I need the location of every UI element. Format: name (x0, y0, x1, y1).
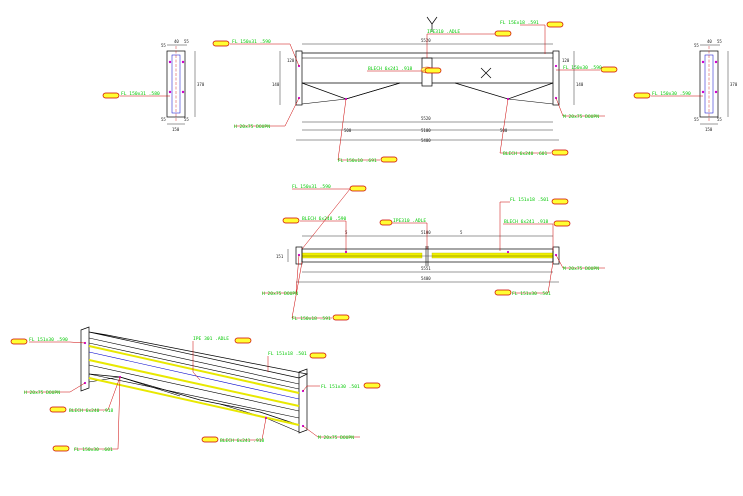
plan-label-left-2: BLECH 6x240 .590 (302, 216, 346, 222)
elevation-dim-total: 5400 (421, 138, 431, 143)
plan-dim-seg-mid: 5100 (421, 230, 431, 235)
elevation-dim-top: 5520 (421, 38, 431, 43)
plan-left-plate (295, 246, 303, 265)
iso-left-end-plate (80, 326, 90, 392)
elevation-dim-left-b: 120 (287, 58, 295, 63)
elevation-label-top-right: FL 15Ex18 .591 (500, 20, 539, 26)
elevation-label-bottom-right: M 20x75 DOUPN (563, 114, 599, 120)
plan-dim-side: 151 (276, 254, 284, 259)
x-cross-icon (480, 67, 492, 79)
elevation-dim-right-b: 120 (562, 58, 570, 63)
plan-yellow-member-right (431, 252, 554, 259)
iso-top-flange (88, 331, 309, 379)
iso-label-bottom-center: BLECH 6x241 .918 (220, 438, 264, 444)
elevation-label-mid-center: BLECH 6x241 .918 (368, 66, 412, 72)
right-section-label: FL 150x30 .590 (652, 91, 691, 97)
right-truss-brace (454, 82, 554, 100)
left-section-dim-bottom: 150 (172, 127, 180, 132)
right-section-dim-top-b: 40 (707, 39, 712, 44)
plan-label-top-right: FL 151x18 .501 (510, 197, 549, 203)
elevation-label-mid-right: FL 150x30 .590 (563, 65, 602, 71)
plan-label-right-2: BLECH 6x241 .918 (504, 219, 548, 225)
iso-view: FL 151x30 .590 H 20x75 DOUPN BLECH 6x240… (10, 326, 381, 453)
right-section-dim-top-c: 55 (717, 39, 722, 44)
iso-label-left-blech: BLECH 6x240 .918 (69, 408, 113, 414)
left-section-view: 55 40 55 370 150 55 55 FL 150x31 .580 (102, 39, 205, 132)
plan-dim-seg-right: 5 (460, 230, 463, 235)
left-section-dim-side: 370 (197, 82, 205, 87)
right-end-plate (552, 50, 560, 106)
elevation-dim-seg-right: 500 (500, 128, 508, 133)
elevation-dim-left-a: 140 (272, 82, 280, 87)
plan-label-center: IPE310 .ADLE (393, 218, 426, 224)
elevation-label-bottom-left: H 20x75 DOUPN (234, 124, 270, 130)
elevation-label-top-left: FL 150x31 .590 (232, 39, 271, 45)
iso-label-right: FL 151x30 .501 (321, 384, 360, 390)
left-section-bolt (168, 90, 172, 94)
left-section-dim-bottom-a: 55 (161, 117, 166, 122)
right-section-dim-side: 370 (730, 82, 738, 87)
plan-dim-total: 5400 (421, 276, 431, 281)
left-truss-brace (301, 82, 401, 100)
right-section-view: 55 40 55 370 150 55 55 FL 150x30 .590 (633, 39, 738, 132)
plan-label-right-bolt: M 20x75 DOUPN (563, 266, 599, 272)
plan-view: 5 5100 5 151 5551 5400 FL 150x31 .590 BL… (262, 184, 605, 322)
elevation-label-top-center: IPE310 .ADLE (427, 29, 460, 35)
iso-label-bottom-bolt: M 20x75 DOUPN (318, 435, 354, 441)
iso-right-end-plate (298, 368, 308, 434)
iso-label-top-right: FL 151x18 .501 (268, 351, 307, 357)
left-section-bolt (181, 60, 185, 64)
right-section-dim-bottom: 150 (705, 127, 713, 132)
y-section-arrow-icon (426, 16, 438, 32)
plan-label-bottom-left: FL 150x18 .591 (292, 316, 331, 322)
plan-dim-seg-left: 5 (345, 230, 348, 235)
plan-yellow-member-left (301, 252, 423, 259)
iso-label-left-bolt: H 20x75 DOUPN (24, 390, 60, 396)
iso-truss-brace-left (88, 373, 201, 401)
left-section-dim-top-a: 55 (161, 43, 166, 48)
elevation-dim-right-a: 140 (576, 82, 584, 87)
plan-label-top-left: FL 150x31 .590 (292, 184, 331, 190)
left-section-dim-top-b: 40 (174, 39, 179, 44)
elevation-dim-seg-left: 500 (344, 128, 352, 133)
plan-right-plate (552, 246, 560, 265)
plan-label-left-bolt: H 20x75 DOUPN (262, 291, 298, 297)
tag-pill (633, 92, 651, 99)
left-end-plate (295, 50, 303, 106)
iso-label-top-left: FL 151x30 .590 (29, 337, 68, 343)
elevation-label-below-right: BLECH 6x240 .601 (503, 151, 547, 157)
left-section-bolt (168, 60, 172, 64)
left-section-label: FL 150x31 .580 (121, 91, 160, 97)
plan-dim-top: 5551 (421, 266, 431, 271)
tag-pill (102, 92, 120, 99)
right-section-dim-bottom-a: 55 (694, 117, 699, 122)
elevation-view: 5520 140 120 140 120 (212, 16, 618, 164)
elevation-dim-top-repeat: 5520 (421, 116, 431, 121)
plan-label-bottom-right: FL 151x30 .501 (512, 291, 551, 297)
iso-label-center: IPE 301 .ADLE (193, 336, 229, 342)
left-section-dim-bottom-c: 55 (184, 117, 189, 122)
left-section-bolt (181, 90, 185, 94)
left-section-dim-top-c: 55 (184, 39, 189, 44)
right-section-dim-top-a: 55 (694, 43, 699, 48)
iso-tie-rod (88, 351, 300, 400)
elevation-dim-seg-mid: 5100 (421, 128, 431, 133)
elevation-label-below-center: FL 150x10 .691 (338, 158, 377, 164)
right-section-dim-bottom-c: 55 (717, 117, 722, 122)
iso-label-bottom-left: FL 150x30 .601 (74, 447, 113, 453)
